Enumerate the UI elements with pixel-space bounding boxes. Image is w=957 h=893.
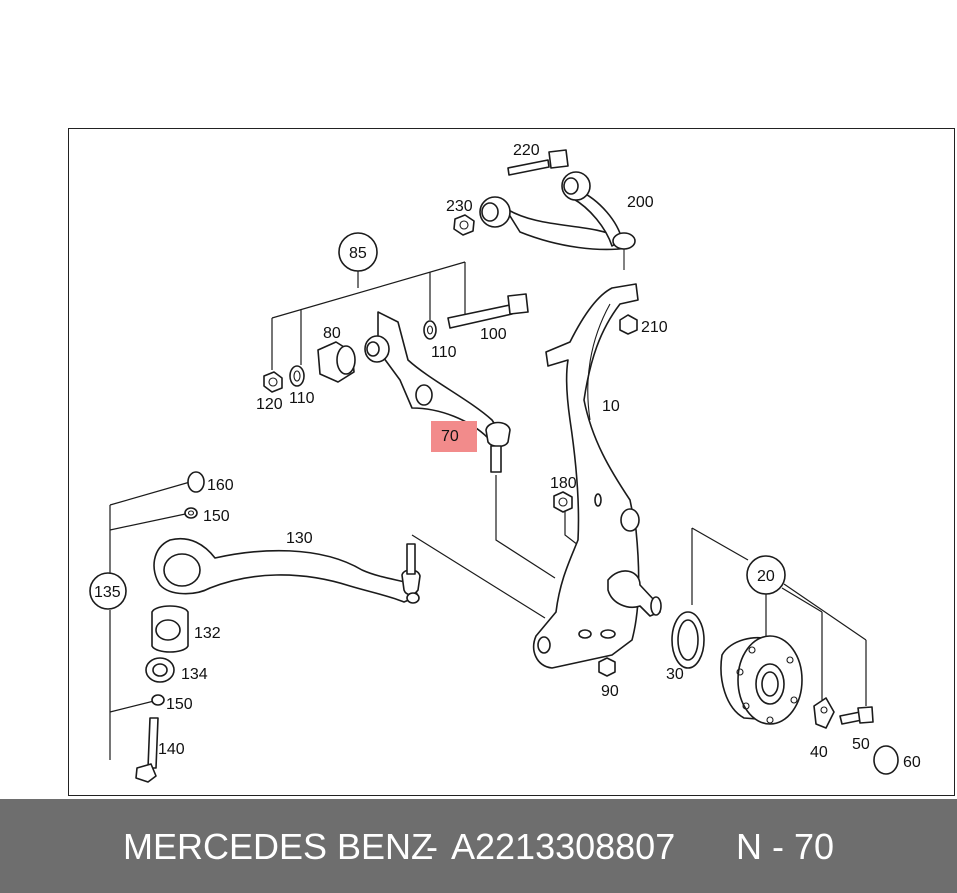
callout-135: 135	[94, 584, 121, 601]
callout-130: 130	[286, 530, 313, 547]
callout-circle-20	[746, 555, 786, 595]
callout-200: 200	[627, 194, 654, 211]
callout-85: 85	[349, 245, 367, 262]
tension-strut	[135, 471, 421, 783]
callout-230: 230	[446, 198, 473, 215]
callout-20: 20	[757, 568, 775, 585]
callout-220: 220	[513, 142, 540, 159]
callout-labels: 10 20 30 40 50 60 70 80 85 90 100 110 11…	[94, 142, 921, 771]
callout-210: 210	[641, 319, 668, 336]
callout-90: 90	[601, 683, 619, 700]
callout-180: 180	[550, 475, 577, 492]
leader-lines	[109, 261, 867, 760]
callout-60: 60	[903, 754, 921, 771]
callout-120: 120	[256, 396, 283, 413]
diagram-frame	[68, 128, 955, 796]
callout-110-lower: 110	[289, 390, 315, 407]
callout-110-upper: 110	[431, 344, 457, 361]
wheel-hub-assembly	[671, 611, 899, 775]
highlight-part-70	[431, 421, 477, 452]
footer-ref: N - 70	[736, 826, 835, 867]
callout-circle-85	[338, 232, 378, 272]
callout-30: 30	[666, 666, 684, 683]
callout-40: 40	[810, 744, 828, 761]
steering-knuckle	[532, 283, 662, 677]
footer-caption: MERCEDES BENZ - A2213308807 N - 70	[0, 826, 957, 874]
footer-brand: MERCEDES BENZ	[123, 826, 434, 867]
callout-70: 70	[441, 428, 459, 445]
callout-150-upper: 150	[203, 508, 230, 525]
callout-150-lower: 150	[166, 696, 193, 713]
footer-part-number: A2213308807	[451, 826, 676, 867]
callout-160: 160	[207, 477, 234, 494]
footer-bar	[0, 799, 957, 893]
footer-separator: -	[426, 826, 438, 867]
callout-80: 80	[323, 325, 341, 342]
callout-100: 100	[480, 326, 507, 343]
callout-50: 50	[852, 736, 870, 753]
lower-control-arm	[263, 293, 529, 473]
callout-10: 10	[602, 398, 620, 415]
upper-wishbone	[453, 149, 636, 270]
callout-134: 134	[181, 666, 208, 683]
callout-140: 140	[158, 741, 185, 758]
callout-132: 132	[194, 625, 221, 642]
callout-circle-135	[89, 572, 127, 610]
